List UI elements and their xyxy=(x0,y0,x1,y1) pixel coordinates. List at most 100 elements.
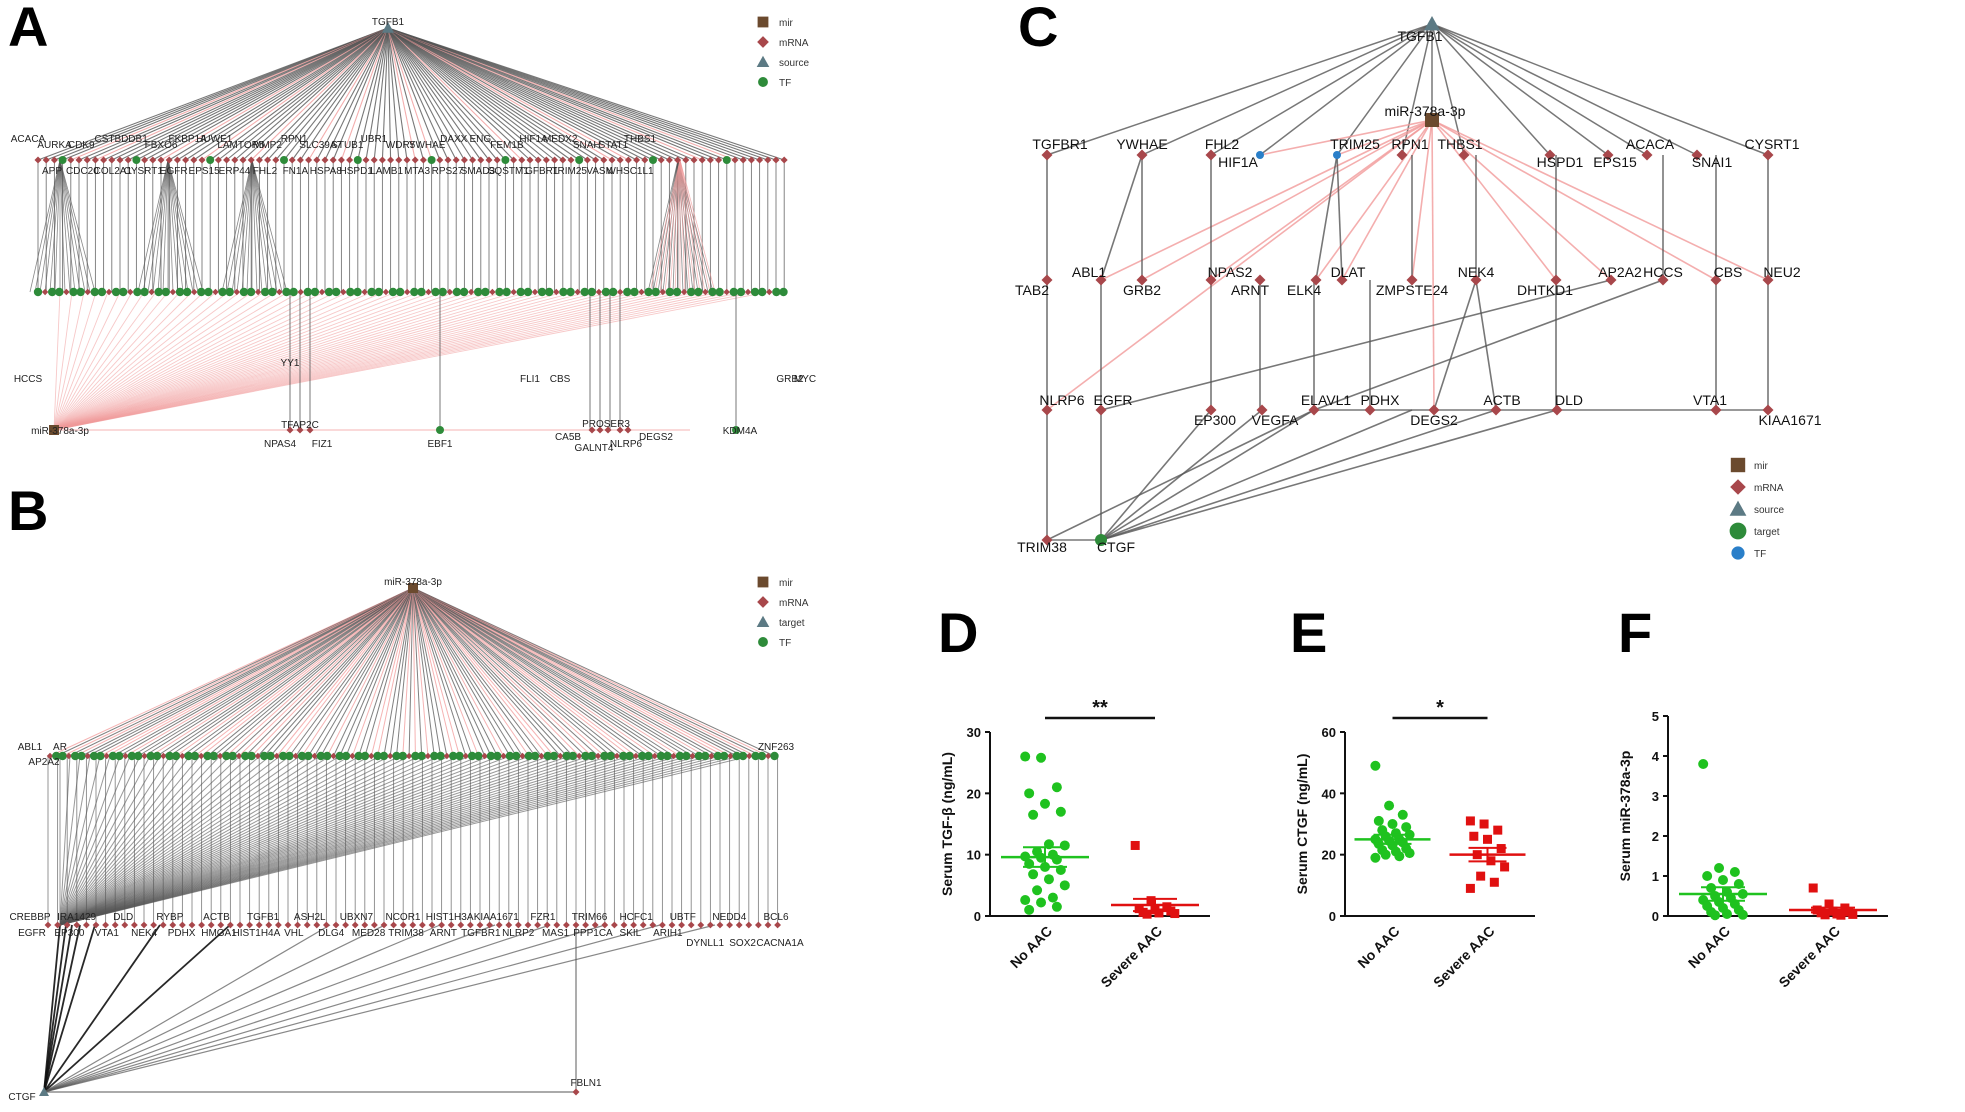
node-label: LAMB1 xyxy=(370,166,403,177)
edge xyxy=(59,755,541,926)
tf-node xyxy=(516,287,525,297)
edge xyxy=(387,27,408,161)
edge xyxy=(412,587,442,757)
legend-label-mir: mir xyxy=(779,18,794,29)
mrna-node xyxy=(493,156,501,164)
legend-mir-swatch xyxy=(757,576,769,588)
mrna-node xyxy=(657,156,665,164)
mrna-node xyxy=(100,156,108,164)
tf-node xyxy=(530,751,540,761)
edge xyxy=(95,27,389,161)
edge xyxy=(53,291,445,431)
node-label: SLC39A7 xyxy=(299,140,342,151)
tf-node xyxy=(303,287,312,297)
mrna-node xyxy=(382,288,390,296)
tf-node xyxy=(204,287,213,297)
node-label: HUWE1 xyxy=(196,134,233,145)
edge xyxy=(59,755,281,926)
edge xyxy=(167,159,184,293)
node-label: EGFR xyxy=(1094,392,1133,408)
node-label: KIAA1671 xyxy=(474,912,519,923)
edge xyxy=(53,291,769,431)
data-point-no-aac xyxy=(1737,909,1748,920)
node-label: AURKA xyxy=(37,140,72,151)
tf-node xyxy=(289,287,298,297)
mrna-node xyxy=(1136,149,1148,161)
mrna-node xyxy=(198,156,206,164)
mrna-node xyxy=(362,156,370,164)
edge xyxy=(59,755,511,926)
mrna-node xyxy=(323,921,330,929)
tf-node xyxy=(625,751,634,761)
tf-node xyxy=(154,287,163,297)
node-label: ARIH1 xyxy=(653,928,683,939)
tf-node xyxy=(127,751,137,761)
mrna-node xyxy=(1041,274,1053,286)
edge xyxy=(412,587,511,757)
tf-node xyxy=(474,751,483,761)
edge xyxy=(1431,119,1769,281)
mrna-node xyxy=(371,921,378,929)
edge xyxy=(53,291,361,431)
edge xyxy=(163,587,414,757)
edge xyxy=(59,755,161,926)
edge xyxy=(59,755,261,926)
edge xyxy=(387,27,629,161)
node-label: ELK4 xyxy=(1287,282,1321,298)
edge xyxy=(387,27,572,161)
tf-node xyxy=(738,751,748,761)
edge xyxy=(119,587,414,757)
edge xyxy=(231,159,253,293)
tf-node xyxy=(1256,151,1264,159)
edge xyxy=(49,159,61,293)
edge xyxy=(59,755,751,926)
mrna-node xyxy=(318,288,326,296)
edge xyxy=(387,27,433,161)
edge xyxy=(412,587,605,757)
mrna-node xyxy=(515,921,522,929)
edge xyxy=(43,924,73,1093)
edge xyxy=(59,755,501,926)
edge xyxy=(412,587,567,757)
edge xyxy=(167,159,199,293)
mrna-node xyxy=(727,752,734,760)
edge xyxy=(53,291,109,431)
mrna-node xyxy=(349,752,356,760)
mrna-node xyxy=(600,156,608,164)
edge xyxy=(387,27,654,161)
mrna-node xyxy=(1550,274,1562,286)
edge xyxy=(1313,279,1664,411)
mrna-node xyxy=(596,426,604,434)
node-label: DDB1 xyxy=(121,134,148,145)
edge xyxy=(59,159,81,293)
edge xyxy=(53,291,193,431)
mrna-node xyxy=(591,921,599,929)
mir-node-mir378 xyxy=(408,583,418,593)
edge xyxy=(387,27,580,161)
edge xyxy=(59,755,141,926)
mrna-node xyxy=(755,921,762,929)
node-label: HSPD1 xyxy=(1537,154,1584,170)
mrna-node xyxy=(1136,274,1148,286)
data-point-severe-aac xyxy=(1469,831,1479,841)
tf-node xyxy=(651,287,660,297)
edge xyxy=(412,587,668,757)
mrna-node xyxy=(182,156,190,164)
mrna-node xyxy=(576,752,583,760)
edge xyxy=(1141,23,1433,156)
node-label: HCCS xyxy=(14,374,43,385)
node-label: TGFB1 xyxy=(1397,28,1442,44)
edge xyxy=(1431,119,1435,411)
data-point-no-aac xyxy=(1040,798,1050,809)
edge xyxy=(387,27,465,161)
tf-node xyxy=(452,287,462,297)
tf-node xyxy=(449,751,458,761)
edge xyxy=(59,755,151,926)
x-tick-label: No AAC xyxy=(1354,923,1402,971)
data-point-no-aac xyxy=(1020,895,1031,906)
mrna-node xyxy=(399,921,407,929)
mrna-node xyxy=(105,288,113,296)
mrna-node xyxy=(330,752,337,760)
edge xyxy=(412,587,618,757)
edge xyxy=(59,159,76,293)
